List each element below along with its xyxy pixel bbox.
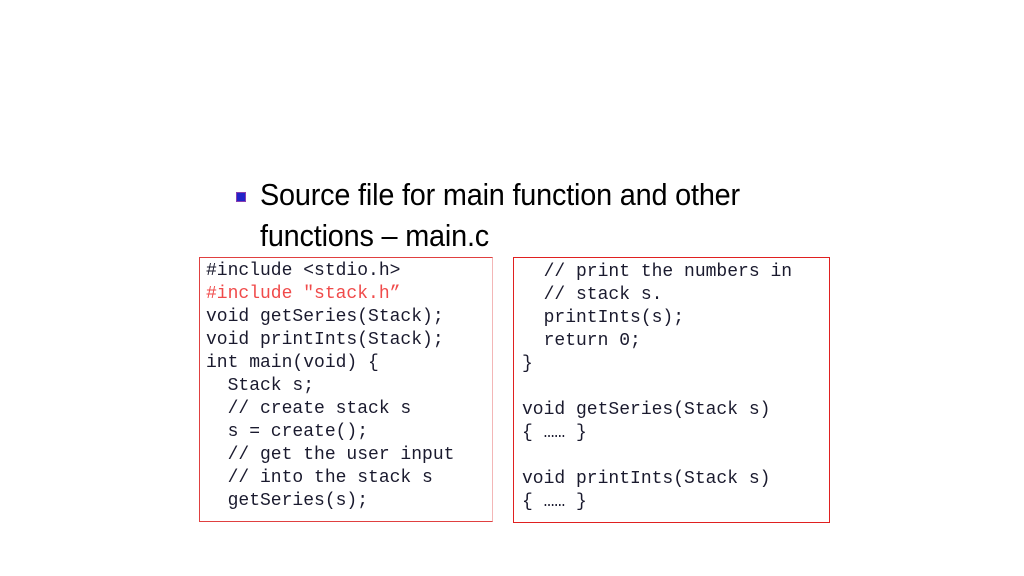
code-line: return 0; — [522, 331, 641, 351]
code-line: #include "stack.h” — [206, 284, 401, 304]
code-line: void getSeries(Stack); — [206, 307, 444, 327]
code-line: void getSeries(Stack s) — [522, 400, 771, 420]
code-line — [522, 445, 792, 468]
code-line: #include <stdio.h> — [206, 261, 401, 281]
code-line: // get the user input — [206, 445, 455, 465]
bullet-text: Source file for main function and other … — [260, 177, 748, 253]
left-code-lines: #include <stdio.h> #include "stack.h” void… — [206, 260, 454, 513]
bullet-square-icon — [236, 192, 246, 202]
code-line: } — [522, 354, 533, 374]
code-line: getSeries(s); — [206, 491, 369, 511]
code-line — [522, 376, 792, 399]
code-line: { …… } — [522, 492, 587, 512]
code-line: void printInts(Stack); — [206, 330, 444, 350]
code-line: s = create(); — [206, 422, 369, 442]
code-line: int main(void) { — [206, 353, 379, 373]
left-code-panel: #include <stdio.h> #include "stack.h” void… — [199, 257, 493, 522]
code-line: // print the numbers in — [522, 262, 793, 282]
bullet-point: Source file for main function and other … — [236, 174, 876, 256]
code-line: printInts(s); — [522, 308, 685, 328]
code-line: Stack s; — [206, 376, 315, 396]
right-code-panel: // print the numbers in // stack s. prin… — [513, 257, 830, 523]
right-code-lines: // print the numbers in // stack s. prin… — [522, 261, 792, 514]
code-line: // create stack s — [206, 399, 412, 419]
code-line: // into the stack s — [206, 468, 433, 488]
code-line: void printInts(Stack s) — [522, 469, 771, 489]
code-line: // stack s. — [522, 285, 663, 305]
code-line: { …… } — [522, 423, 587, 443]
